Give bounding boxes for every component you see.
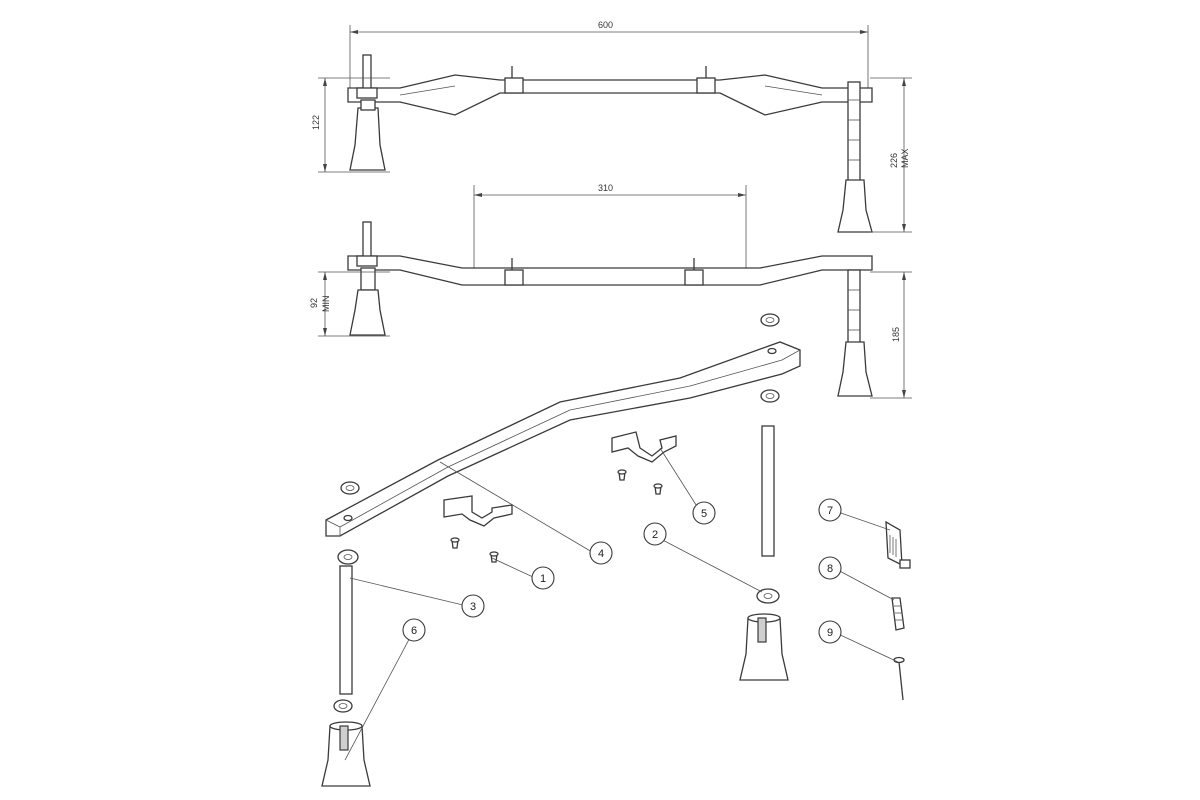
wall-plug-icon: [891, 597, 905, 631]
dim-min-label: MIN: [321, 296, 331, 313]
nut-icon: [340, 481, 360, 495]
screw-icon: [450, 537, 460, 549]
callout-8: 8: [818, 556, 842, 580]
callout-8-label: 8: [827, 563, 833, 575]
bracket-icon: [443, 495, 513, 527]
callout-3-label: 3: [470, 601, 476, 613]
nut-icon: [756, 588, 780, 604]
nut-icon: [760, 389, 780, 403]
elevation-min-view: 310 92 MIN 185: [309, 183, 912, 399]
screw-icon: [617, 469, 627, 481]
bracket-icon: [611, 431, 677, 463]
callout-4: 4: [589, 541, 613, 565]
callout-3: 3: [461, 594, 485, 618]
callout-5: 5: [692, 501, 716, 525]
foot-icon: [321, 721, 371, 787]
foot-icon: [739, 613, 789, 681]
callout-5-label: 5: [701, 508, 707, 520]
callout-1: 1: [531, 566, 555, 590]
plate-icon: [885, 520, 911, 569]
nut-icon: [337, 549, 359, 565]
nut-icon: [760, 313, 780, 327]
dim-overall-width: 600: [598, 20, 613, 30]
callout-1-label: 1: [540, 573, 546, 585]
long-screw-icon: [893, 656, 905, 701]
callout-9: 9: [818, 620, 842, 644]
callout-2-label: 2: [652, 529, 658, 541]
callout-2: 2: [643, 522, 667, 546]
callout-6-label: 6: [411, 625, 417, 637]
dim-max-height: 226: [889, 153, 899, 168]
dim-center-span: 310: [598, 183, 613, 193]
callout-7: 7: [818, 498, 842, 522]
dim-max-label: MAX: [900, 148, 910, 168]
elevation-max-view: 600 122 226 MAX: [311, 20, 912, 233]
dim-top-height: 122: [311, 115, 321, 130]
callout-4-label: 4: [598, 548, 604, 560]
nut-icon: [333, 699, 353, 713]
callout-6: 6: [402, 618, 426, 642]
callout-7-label: 7: [827, 505, 833, 517]
dim-bottom-height: 185: [891, 327, 901, 342]
screw-icon: [653, 483, 663, 495]
exploded-view: 1 2 3 4 5 6 7 8: [321, 313, 911, 787]
callout-9-label: 9: [827, 627, 833, 639]
dim-min-height: 92: [309, 298, 319, 308]
